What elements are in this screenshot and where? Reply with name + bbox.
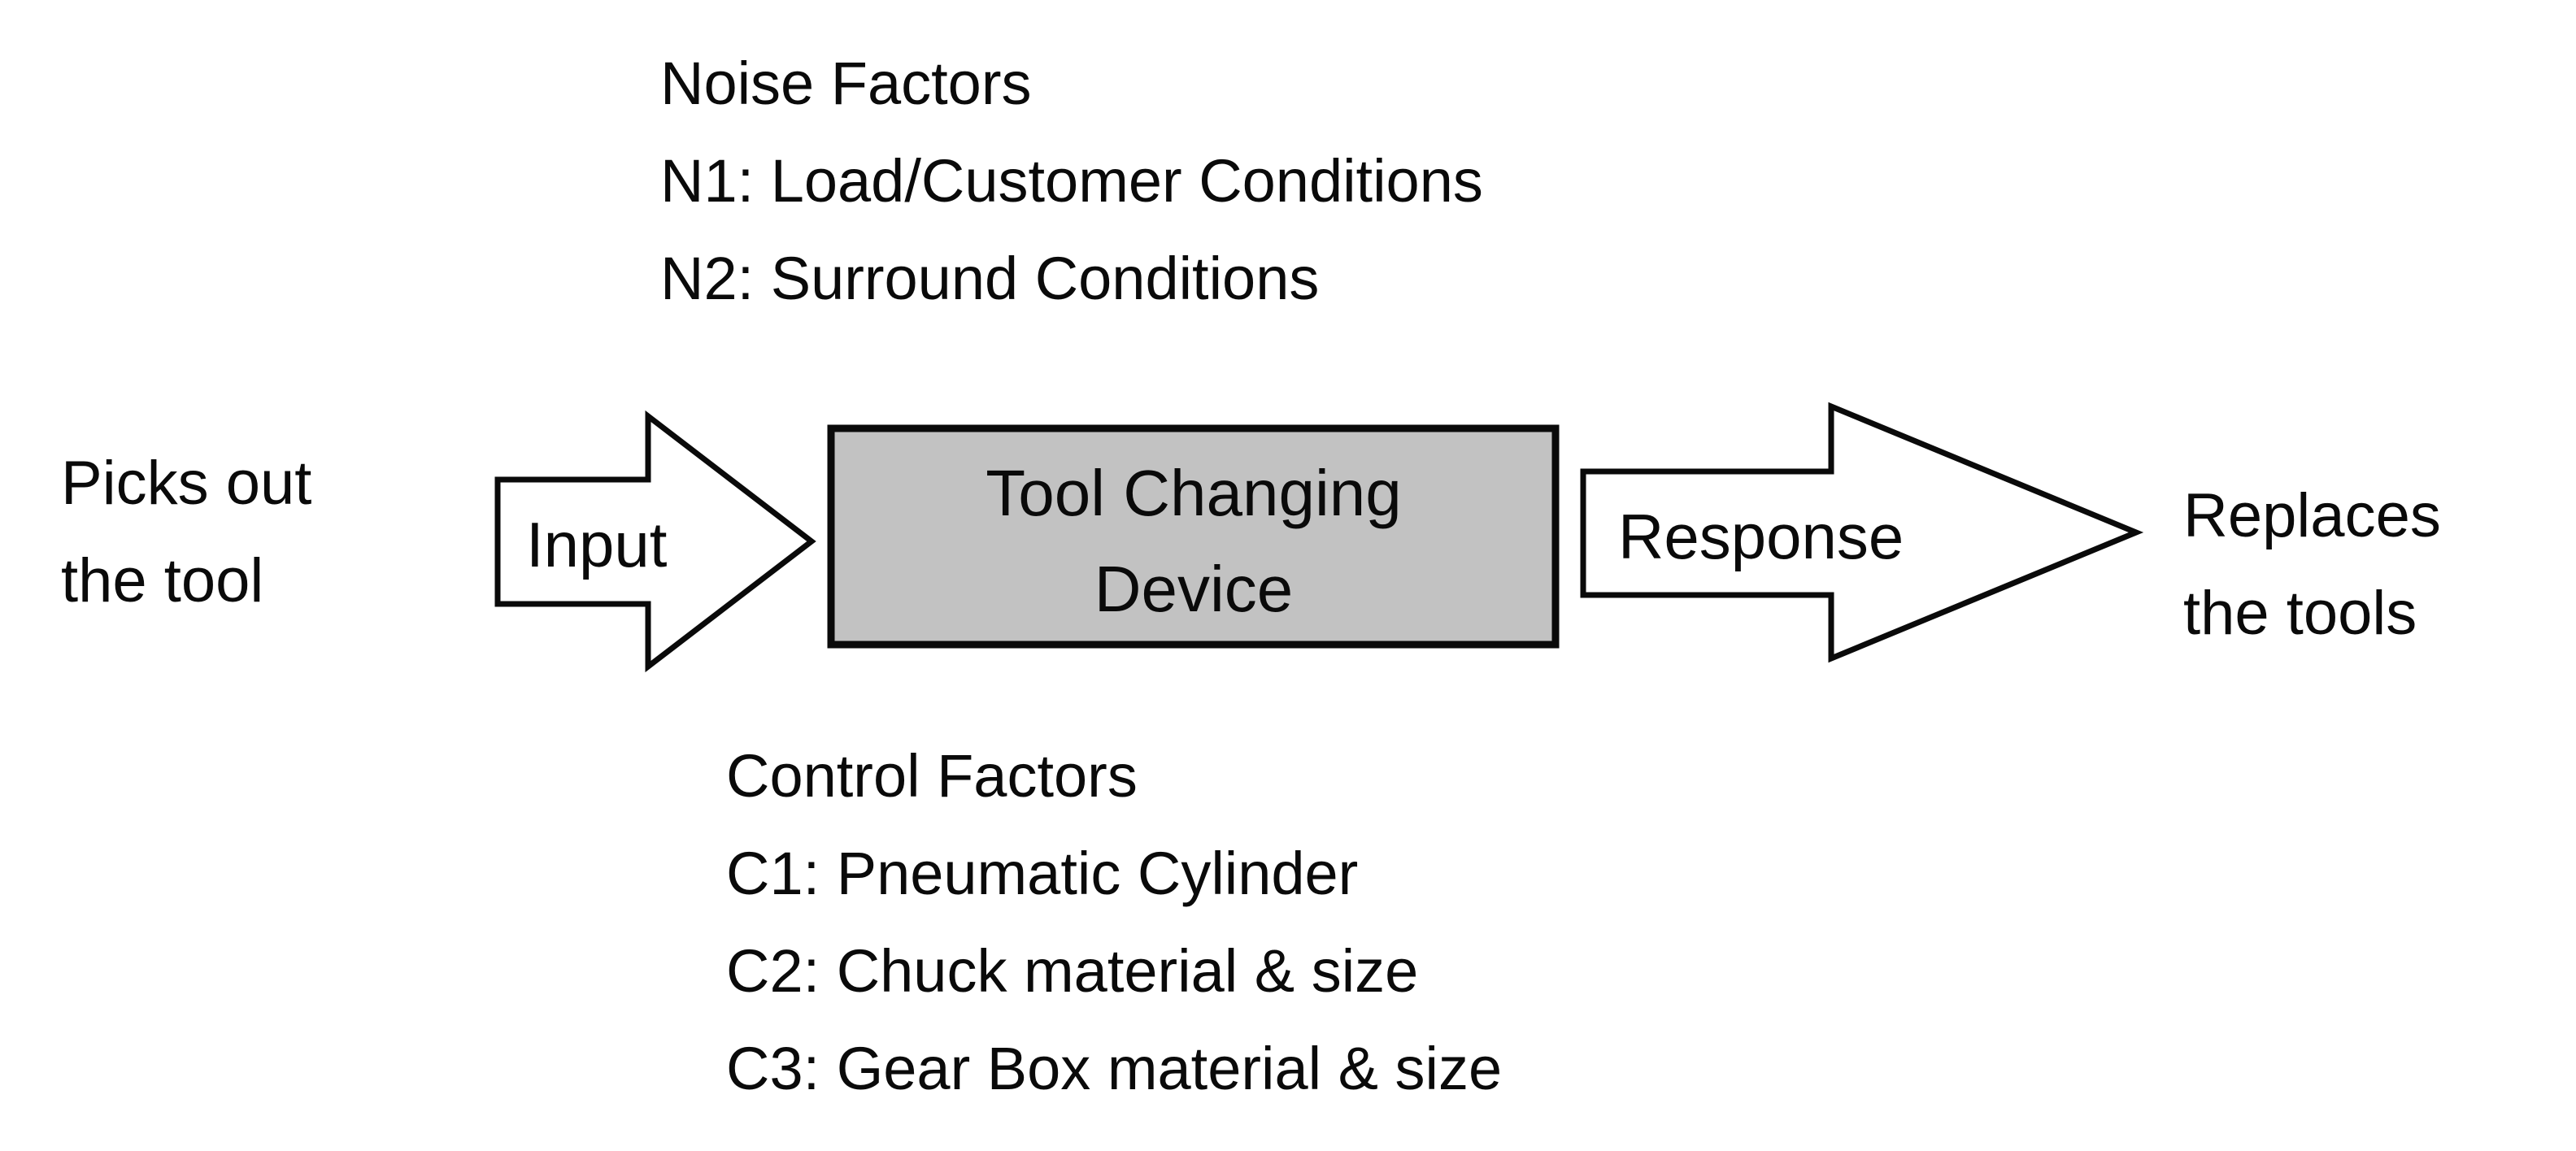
control-factor-item-c1: C1: Pneumatic Cylinder [726,840,1358,907]
output-side-line-1: Replaces [2183,481,2441,550]
system-block-rect[interactable] [827,424,1560,649]
system-block-group[interactable]: Tool Changing Device [827,424,1560,649]
noise-factors-heading: Noise Factors [660,50,1031,117]
response-arrow-label: Response [1618,501,1904,572]
control-factor-item-c2: C2: Chuck material & size [726,937,1418,1005]
input-arrow-group[interactable]: Input [494,410,816,673]
response-arrow-icon[interactable] [1580,402,2144,663]
input-side-line-1: Picks out [61,449,311,518]
noise-factor-item-n2: N2: Surround Conditions [660,245,1319,312]
system-block-line-1: Tool Changing [986,457,1401,529]
control-factors-heading: Control Factors [726,742,1138,810]
output-side-label-group: Replaces the tools [2183,481,2441,648]
output-side-line-2: the tools [2183,579,2417,648]
input-side-label-group: Picks out the tool [61,449,311,615]
response-arrow-group[interactable]: Response [1580,402,2144,663]
input-arrow-label: Input [526,509,668,580]
noise-factor-item-n1: N1: Load/Customer Conditions [660,147,1483,215]
control-factor-item-c3: C3: Gear Box material & size [726,1035,1502,1102]
noise-factors-group: Noise Factors N1: Load/Customer Conditio… [660,50,1483,312]
input-arrow-icon[interactable] [494,410,816,673]
control-factors-group: Control Factors C1: Pneumatic Cylinder C… [726,742,1502,1102]
input-side-line-2: the tool [61,546,263,615]
system-block-line-2: Device [1094,553,1294,625]
